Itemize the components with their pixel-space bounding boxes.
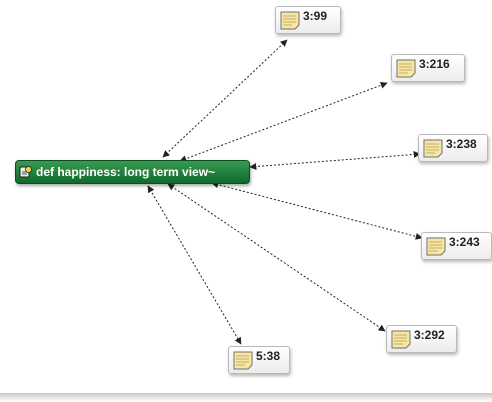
canvas-bottom-edge xyxy=(0,393,492,402)
code-family-icon xyxy=(19,166,32,178)
quotation-document-icon xyxy=(396,59,416,78)
quotation-document-icon xyxy=(391,330,411,349)
quotation-document-icon xyxy=(426,237,446,256)
link-line[interactable] xyxy=(162,39,288,158)
quotation-label: 3:99 xyxy=(303,9,328,23)
quotation-document-icon xyxy=(233,351,253,370)
quotation-document-icon xyxy=(280,11,300,30)
quotation-label: 5:38 xyxy=(256,349,281,363)
link-line[interactable] xyxy=(211,181,423,240)
quotation-document-icon xyxy=(423,139,443,158)
quotation-label: 3:216 xyxy=(419,57,450,71)
quotation-label: 3:238 xyxy=(446,137,477,151)
quotation-node-3-238[interactable]: 3:238 xyxy=(418,134,488,162)
quotation-label: 3:243 xyxy=(449,235,480,249)
quotation-node-3-99[interactable]: 3:99 xyxy=(275,6,341,34)
link-line[interactable] xyxy=(249,150,421,171)
link-line[interactable] xyxy=(147,185,242,345)
link-line[interactable] xyxy=(179,81,388,163)
quotation-node-3-292[interactable]: 3:292 xyxy=(386,325,457,353)
code-node[interactable]: def happiness: long term view~ xyxy=(15,160,250,184)
quotation-node-3-216[interactable]: 3:216 xyxy=(391,54,465,82)
quotation-node-3-243[interactable]: 3:243 xyxy=(421,232,492,260)
code-node-label: def happiness: long term view~ xyxy=(36,165,216,179)
quotation-node-5-38[interactable]: 5:38 xyxy=(228,346,290,374)
link-line[interactable] xyxy=(167,183,386,332)
quotation-label: 3:292 xyxy=(414,328,445,342)
